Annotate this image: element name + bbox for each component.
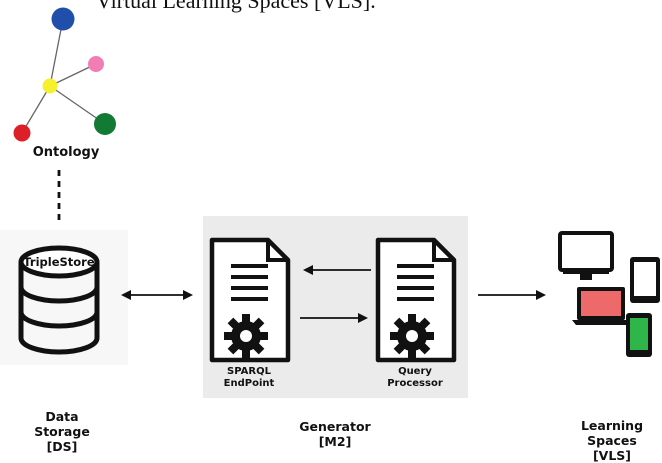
caption-line: [M2] xyxy=(318,434,352,449)
caption-line: Data xyxy=(45,409,79,424)
query-label-line2: Processor xyxy=(387,378,443,389)
caption-line: Storage xyxy=(34,424,90,439)
tablet-icon xyxy=(630,257,660,303)
ontology-label: Ontology xyxy=(33,145,100,160)
request-response-arrows xyxy=(300,265,371,323)
triplestore-label: TripleStore xyxy=(23,255,95,269)
phone-icon xyxy=(626,313,652,357)
sparql-label-line1: SPARQL xyxy=(227,366,272,377)
caption-line: Spaces xyxy=(587,433,637,448)
cut-off-heading: Virtual Learning Spaces [VLS]. xyxy=(96,0,376,13)
gear-icon xyxy=(224,314,268,358)
ontology-node-blue xyxy=(51,7,75,31)
ontology-node-yellow xyxy=(42,78,58,94)
output-arrow xyxy=(478,290,546,300)
ontology-node-pink xyxy=(88,56,104,72)
triplestore-database-icon: TripleStore xyxy=(0,230,128,365)
query-label-line1: Query xyxy=(398,366,432,377)
gear-icon xyxy=(390,314,434,358)
ontology-node-green xyxy=(94,113,116,135)
bidirectional-arrow xyxy=(121,290,193,300)
caption-line: [DS] xyxy=(46,439,78,454)
generator-box: SPARQL EndPoint xyxy=(203,216,468,398)
data-storage-caption: Data Storage [DS] xyxy=(32,409,92,454)
devices-icon xyxy=(558,231,660,357)
query-document-icon xyxy=(375,237,457,363)
sparql-document-icon xyxy=(209,237,291,363)
monitor-icon xyxy=(558,231,614,280)
ontology-graph: Ontology xyxy=(13,7,116,160)
sparql-label-line2: EndPoint xyxy=(224,378,275,389)
learning-spaces-caption: Learning Spaces [VLS] xyxy=(576,418,648,463)
laptop-icon xyxy=(572,287,630,325)
generator-caption: Generator [M2] xyxy=(285,419,385,449)
caption-line: Generator xyxy=(299,419,371,434)
caption-line: Learning xyxy=(580,418,644,433)
ontology-node-red xyxy=(13,124,31,142)
caption-line: [VLS] xyxy=(592,448,632,463)
